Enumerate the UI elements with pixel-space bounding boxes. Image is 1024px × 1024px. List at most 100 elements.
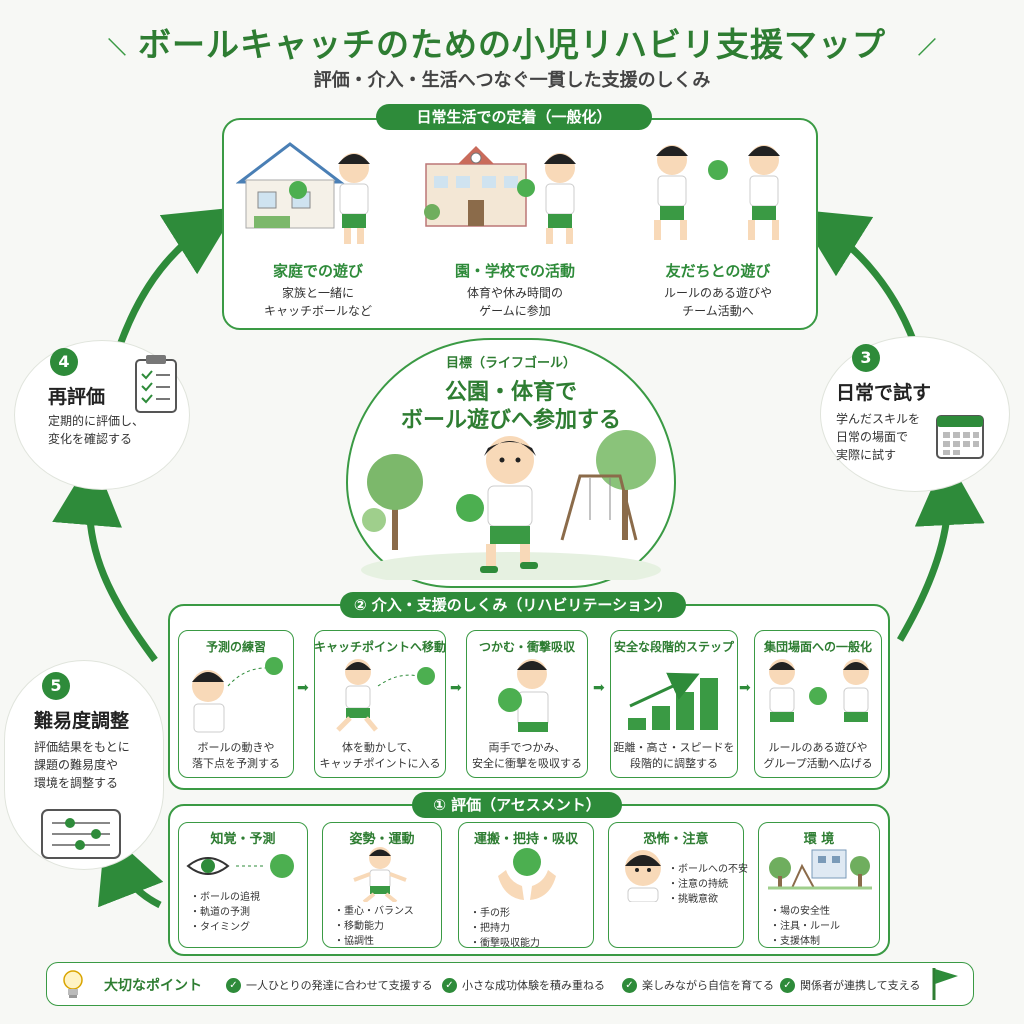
daily-life-tag: 日常生活での定着（一般化） xyxy=(376,104,652,130)
page-subtitle: 評価・介入・生活へつなぐ一貫した支援のしくみ xyxy=(313,70,711,91)
assess-item: 移動能力 xyxy=(334,919,414,934)
assess-list-fear: ボールへの不安 注意の持続 挑戦意欲 xyxy=(668,862,748,907)
graded-steps-chart xyxy=(628,672,718,730)
step-title-graded: 安全な段階的ステップ xyxy=(613,640,734,654)
assess-item: タイミング xyxy=(190,920,260,935)
anxious-child-illustration xyxy=(625,850,661,902)
assess-title-environment: 環 境 xyxy=(803,832,835,847)
goal-label: 目標（ライフゴール） xyxy=(445,356,576,371)
flag-icon xyxy=(932,968,958,1000)
assess-title-perception: 知覚・予測 xyxy=(210,832,276,847)
school-activity-title: 園・学校での活動 xyxy=(454,262,575,280)
assess-item: 協調性 xyxy=(334,934,414,949)
sliders-icon xyxy=(41,809,121,859)
page-title: ボールキャッチのための小児リハビリ支援マップ xyxy=(138,25,886,64)
assess-item: 場の安全性 xyxy=(770,904,840,919)
assess-item: 把持力 xyxy=(470,921,540,936)
step-title-grasp: つかむ・衝撃吸収 xyxy=(478,640,575,654)
assess-item: 衝撃吸収能力 xyxy=(470,936,540,951)
school-activity-desc-2: ゲームに参加 xyxy=(479,304,551,318)
assess-item: ボールへの不安 xyxy=(668,862,748,877)
grasp-illustration xyxy=(498,659,549,732)
step-3-number: 3 xyxy=(852,344,880,372)
check-icon: ✓ xyxy=(780,977,795,993)
home-play-desc-1: 家族と一緒に xyxy=(281,286,354,300)
environment-illustration xyxy=(768,849,872,890)
step-desc-move-2: キャッチポイントに入る xyxy=(319,757,441,770)
group-generalize-illustration xyxy=(769,659,869,722)
key-point-3: ✓ 楽しみながら自信を育てる xyxy=(622,977,774,993)
clipboard-icon xyxy=(135,355,177,413)
check-icon: ✓ xyxy=(226,977,241,993)
sparkle-right-icon: ／ xyxy=(918,38,936,59)
calendar-icon xyxy=(936,415,984,459)
friends-play-desc-1: ルールのある遊びや xyxy=(663,286,772,300)
goal-line-1: 公園・体育で xyxy=(444,380,577,405)
step-desc-prediction-1: ボールの動きや xyxy=(197,741,275,754)
home-play-desc-2: キャッチボールなど xyxy=(263,304,372,318)
step-title-prediction: 予測の練習 xyxy=(205,640,266,654)
key-point-text: 関係者が連携して支える xyxy=(800,979,921,992)
step-arrow-2: ➡ xyxy=(450,680,462,696)
difficulty-adjust-desc-2: 課題の難易度や xyxy=(34,758,119,772)
step-desc-graded-1: 距離・高さ・スピードを xyxy=(613,741,735,754)
step-desc-graded-2: 段階的に調整する xyxy=(630,757,718,770)
assess-item: 注具・ルール xyxy=(770,919,840,934)
difficulty-adjust-title: 難易度調整 xyxy=(34,710,130,732)
step-title-move: キャッチポイントへ移動 xyxy=(314,640,447,654)
step-5-number: 5 xyxy=(42,672,70,700)
difficulty-adjust-desc-3: 環境を調整する xyxy=(34,776,119,790)
step-arrow-1: ➡ xyxy=(297,680,309,696)
home-play-title: 家庭での遊び xyxy=(272,262,363,280)
key-point-text: 一人ひとりの発達に合わせて支援する xyxy=(246,979,433,992)
step-title-generalize: 集団場面への一般化 xyxy=(763,640,872,654)
lightbulb-icon xyxy=(63,970,83,998)
step-desc-grasp-1: 両手でつかみ、 xyxy=(488,741,566,754)
assess-list-posture: 重心・バランス 移動能力 協調性 xyxy=(334,904,414,949)
key-point-text: 楽しみながら自信を育てる xyxy=(642,979,774,992)
reevaluation-desc-1: 定期的に評価し、 xyxy=(48,414,145,428)
reevaluation-desc-2: 変化を確認する xyxy=(48,432,133,446)
intervention-tag: ② 介入・支援のしくみ（リハビリテーション） xyxy=(340,592,686,618)
step-desc-generalize-1: ルールのある遊びや xyxy=(768,741,868,754)
home-play-illustration xyxy=(236,142,370,244)
key-point-1: ✓ 一人ひとりの発達に合わせて支援する xyxy=(226,977,433,993)
friends-play-title: 友だちとの遊び xyxy=(665,262,771,280)
prediction-illustration xyxy=(192,657,283,733)
step-desc-generalize-2: グループ活動へ広げる xyxy=(763,757,873,770)
step-arrow-3: ➡ xyxy=(593,680,605,696)
assess-item: 注意の持続 xyxy=(668,877,748,892)
assess-item: ボールの追視 xyxy=(190,890,260,905)
assess-item: 支援体制 xyxy=(770,934,840,949)
step-4-number: 4 xyxy=(50,348,78,376)
assess-item: 軌道の予測 xyxy=(190,905,260,920)
assess-list-perception: ボールの追視 軌道の予測 タイミング xyxy=(190,890,260,935)
eye-tracking-illustration xyxy=(186,854,294,878)
try-daily-desc-3: 実際に試す xyxy=(836,448,897,462)
step-desc-prediction-2: 落下点を予測する xyxy=(192,757,280,770)
key-points-bar xyxy=(46,962,974,1006)
park-child-illustration xyxy=(361,430,661,580)
move-illustration xyxy=(336,659,435,732)
step-desc-grasp-2: 安全に衝撃を吸収する xyxy=(472,757,582,770)
assess-item: 挑戦意欲 xyxy=(668,892,748,907)
friends-play-illustration xyxy=(654,145,780,240)
assessment-tag: ① 評価（アセスメント） xyxy=(412,792,622,818)
check-icon: ✓ xyxy=(622,977,637,993)
key-point-4: ✓ 関係者が連携して支える xyxy=(780,977,920,993)
step-arrow-4: ➡ xyxy=(739,680,751,696)
assess-item: 手の形 xyxy=(470,906,540,921)
step-card-move xyxy=(314,630,446,778)
assess-list-carry: 手の形 把持力 衝撃吸収能力 xyxy=(470,906,540,951)
goal-line-2: ボール遊びへ参加する xyxy=(400,408,621,433)
try-daily-panel xyxy=(820,336,1010,492)
key-point-2: ✓ 小さな成功体験を積み重ねる xyxy=(442,977,605,993)
difficulty-adjust-desc-1: 評価結果をもとに xyxy=(34,740,130,754)
balance-child-illustration xyxy=(353,847,407,902)
school-activity-desc-1: 体育や休み時間の xyxy=(466,286,563,300)
school-activity-illustration xyxy=(424,146,576,244)
assess-item: 重心・バランス xyxy=(334,904,414,919)
sparkle-left-icon: ＼ xyxy=(108,38,126,59)
assess-title-posture: 姿勢・運動 xyxy=(349,832,415,847)
